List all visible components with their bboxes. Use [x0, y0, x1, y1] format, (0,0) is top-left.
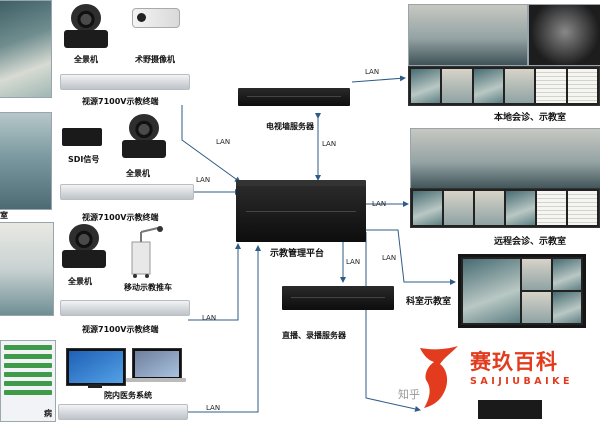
terminal-box-icon: [60, 74, 190, 90]
brand-logo-icon: [420, 346, 458, 408]
brand-watermark: 知乎 赛玖百科 SAIJIUBAIKE: [398, 340, 600, 419]
ptz-camera-icon: [122, 114, 166, 158]
terminal-box-icon: [60, 184, 194, 200]
link-terminal-1: [181, 105, 241, 183]
dept-room-monitor: [458, 254, 586, 328]
lan-label: LAN: [206, 404, 221, 412]
lan-label: LAN: [382, 254, 397, 262]
link-hospital: [186, 245, 261, 413]
laptop-icon: [132, 348, 182, 380]
teaching-platform-label: 示教管理平台: [270, 249, 325, 259]
terminal-box-icon: [60, 300, 190, 316]
sdi-box-icon: [62, 128, 102, 146]
panorama-camera-2-label: 全景机: [126, 169, 150, 178]
terminal-1-label: 视源7100V示教终端: [82, 97, 159, 106]
dept-room-label: 科室示教室: [406, 297, 452, 307]
hospital-system-label: 院内医务系统: [104, 391, 152, 400]
lan-label: LAN: [346, 258, 361, 266]
brand-name-en: SAIJIUBAIKE: [470, 376, 573, 387]
remote-room-label: 远程会诊、示教室: [494, 237, 567, 247]
rack-server-icon: [282, 286, 394, 310]
monitor-icon: [66, 348, 126, 386]
ptz-camera-icon: [62, 224, 106, 268]
tv-wall-server-label: 电视墙服务器: [266, 122, 314, 131]
surgical-camera-label: 术野摄像机: [135, 55, 175, 64]
rack-server-icon: [236, 180, 366, 242]
link-terminal-3: [188, 243, 241, 321]
operating-room-photo-2: [0, 112, 52, 210]
panorama-camera-3-label: 全景机: [68, 277, 92, 286]
remote-room-monitor-wall: [410, 188, 600, 228]
remote-room-photo: [410, 128, 600, 190]
brand-name: 赛玖百科: [470, 350, 558, 374]
left-bottom-cut-label: 病: [44, 409, 52, 418]
operating-room-photo-1: [0, 0, 52, 98]
link-platform-dept: [362, 229, 456, 285]
rack-server-icon: [238, 88, 350, 106]
box-camera-icon: [132, 8, 180, 28]
terminal-2-label: 视源7100V示教终端: [82, 213, 159, 222]
sdi-label: SDI信号: [68, 155, 100, 164]
lan-label: LAN: [196, 176, 211, 184]
bottom-device-icon: [478, 400, 542, 419]
mobile-cart-label: 移动示教推车: [124, 283, 172, 292]
live-record-server-label: 直播、录播服务器: [282, 331, 346, 340]
local-room-photo: [408, 4, 528, 66]
ward-photo: [0, 222, 54, 316]
terminal-3-label: 视源7100V示教终端: [82, 325, 159, 334]
link-tvwall-local: [351, 75, 406, 83]
panorama-camera-1-label: 全景机: [74, 55, 98, 64]
ptz-camera-icon: [64, 4, 108, 48]
zhihu-watermark: 知乎: [398, 388, 420, 401]
local-room-xray: [528, 4, 600, 66]
lan-label: LAN: [372, 200, 387, 208]
lan-label: LAN: [322, 140, 337, 148]
lan-label: LAN: [216, 138, 231, 146]
terminal-box-icon: [58, 404, 188, 420]
lan-label: LAN: [365, 68, 380, 76]
local-room-monitor-wall: [408, 66, 600, 106]
left-cut-label: 室: [0, 211, 8, 220]
lan-label: LAN: [202, 314, 217, 322]
local-room-label: 本地会诊、示教室: [494, 113, 567, 123]
mobile-cart-icon: [131, 226, 163, 278]
